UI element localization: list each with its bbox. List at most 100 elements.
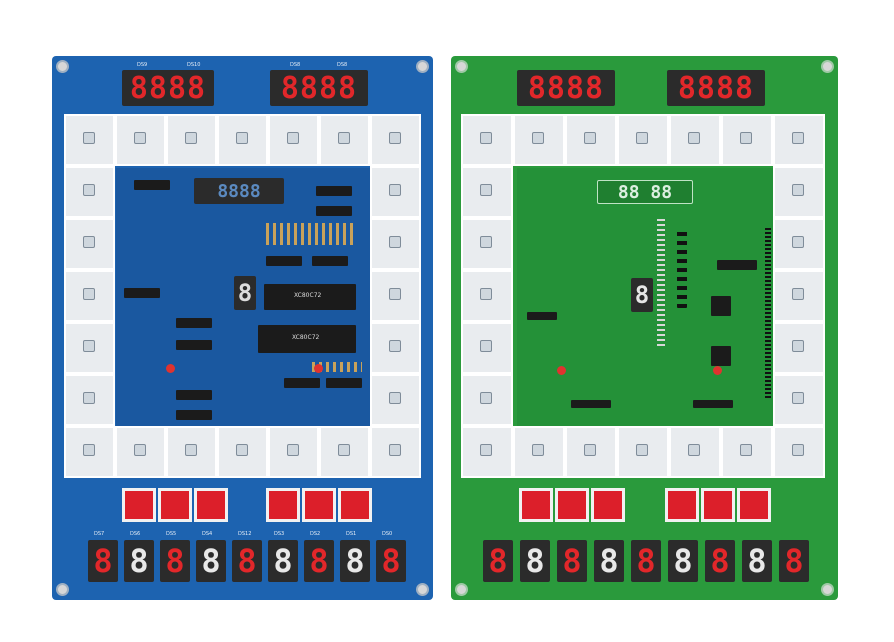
bottom-digit-display: 8	[196, 540, 226, 582]
lamp-cell	[565, 114, 617, 166]
bottom-digit-display: 8	[742, 540, 772, 582]
resistor-array	[312, 362, 362, 372]
inner-display: 8888	[194, 178, 284, 204]
red-button[interactable]	[266, 488, 300, 522]
silk-label: DS5	[166, 531, 177, 537]
lamp-cell	[773, 114, 825, 166]
red-button[interactable]	[591, 488, 625, 522]
lamp-led-icon	[236, 132, 248, 144]
bottom-digit-display: 8	[483, 540, 513, 582]
lamp-cell	[166, 114, 217, 166]
bottom-digit-display: 8	[124, 540, 154, 582]
red-button[interactable]	[302, 488, 336, 522]
lamp-led-icon	[584, 444, 596, 456]
lamp-led-icon	[287, 444, 299, 456]
lamp-led-icon	[83, 184, 95, 196]
top-display-left: 8888	[517, 70, 615, 106]
red-button[interactable]	[194, 488, 228, 522]
mount-hole	[821, 583, 834, 596]
lamp-led-icon	[83, 236, 95, 248]
red-button[interactable]	[519, 488, 553, 522]
ic-chip	[717, 260, 757, 270]
lamp-led-icon	[792, 340, 804, 352]
bottom-digit-display: 8	[232, 540, 262, 582]
lamp-cell	[217, 114, 268, 166]
red-button[interactable]	[701, 488, 735, 522]
lamp-led-icon	[338, 444, 350, 456]
red-button[interactable]	[665, 488, 699, 522]
pin-header	[657, 216, 665, 346]
lamp-cell	[773, 374, 825, 426]
red-button[interactable]	[158, 488, 192, 522]
silk-label: DS12	[238, 531, 252, 537]
lamp-led-icon	[287, 132, 299, 144]
lamp-led-icon	[792, 184, 804, 196]
red-button[interactable]	[122, 488, 156, 522]
lamp-led-icon	[389, 132, 401, 144]
lamp-led-icon	[338, 132, 350, 144]
lamp-led-icon	[389, 236, 401, 248]
lamp-led-icon	[480, 340, 492, 352]
lamp-cell	[64, 426, 115, 478]
lamp-led-icon	[83, 132, 95, 144]
resistor-array	[266, 223, 356, 245]
lamp-cell	[370, 322, 421, 374]
red-led	[314, 364, 323, 373]
red-button[interactable]	[555, 488, 589, 522]
lamp-cell	[461, 374, 513, 426]
chip-mark: XC80C72	[292, 334, 320, 341]
lamp-cell	[773, 166, 825, 218]
ic-chip	[124, 288, 160, 298]
red-button[interactable]	[737, 488, 771, 522]
mount-hole	[455, 583, 468, 596]
lamp-led-icon	[83, 340, 95, 352]
mount-hole	[56, 583, 69, 596]
mount-hole	[416, 583, 429, 596]
lamp-led-icon	[83, 444, 95, 456]
silk-label: DS4	[202, 531, 213, 537]
silk-label: DS0	[382, 531, 393, 537]
red-button[interactable]	[338, 488, 372, 522]
lamp-cell	[461, 114, 513, 166]
mount-hole	[821, 60, 834, 73]
mount-hole	[416, 60, 429, 73]
ic-chip	[134, 180, 170, 190]
microcontroller-chip: XC80C72	[258, 325, 356, 353]
bottom-digit-display: 8	[520, 540, 550, 582]
red-led	[166, 364, 175, 373]
bottom-digit-display: 8	[268, 540, 298, 582]
silk-label: DS8	[290, 62, 301, 68]
bottom-digit-display: 8	[705, 540, 735, 582]
lamp-cell	[370, 270, 421, 322]
lamp-cell	[64, 218, 115, 270]
lamp-cell	[461, 166, 513, 218]
ic-chip	[693, 400, 733, 408]
lamp-led-icon	[185, 444, 197, 456]
silk-label: DS7	[94, 531, 105, 537]
top-display-right: 8888	[270, 70, 368, 106]
lamp-led-icon	[636, 444, 648, 456]
ic-chip	[176, 318, 212, 328]
lamp-led-icon	[134, 444, 146, 456]
lamp-led-icon	[532, 132, 544, 144]
red-led	[557, 366, 566, 375]
ic-chip	[571, 400, 611, 408]
lamp-cell	[370, 218, 421, 270]
connector-strip	[765, 228, 771, 398]
silk-label: DS6	[130, 531, 141, 537]
silk-label: DS9	[137, 62, 148, 68]
qfp-chip	[711, 296, 731, 316]
inner-display: 88 88	[597, 180, 693, 204]
lamp-cell	[268, 114, 319, 166]
silk-label: DS3	[274, 531, 285, 537]
lamp-led-icon	[480, 236, 492, 248]
lamp-cell	[461, 218, 513, 270]
bottom-digit-display: 8	[160, 540, 190, 582]
lamp-led-icon	[185, 132, 197, 144]
lamp-led-icon	[389, 444, 401, 456]
lamp-cell	[115, 426, 166, 478]
lamp-cell	[617, 114, 669, 166]
bottom-digit-display: 8	[594, 540, 624, 582]
top-display-right: 8888	[667, 70, 765, 106]
lamp-cell	[370, 114, 421, 166]
